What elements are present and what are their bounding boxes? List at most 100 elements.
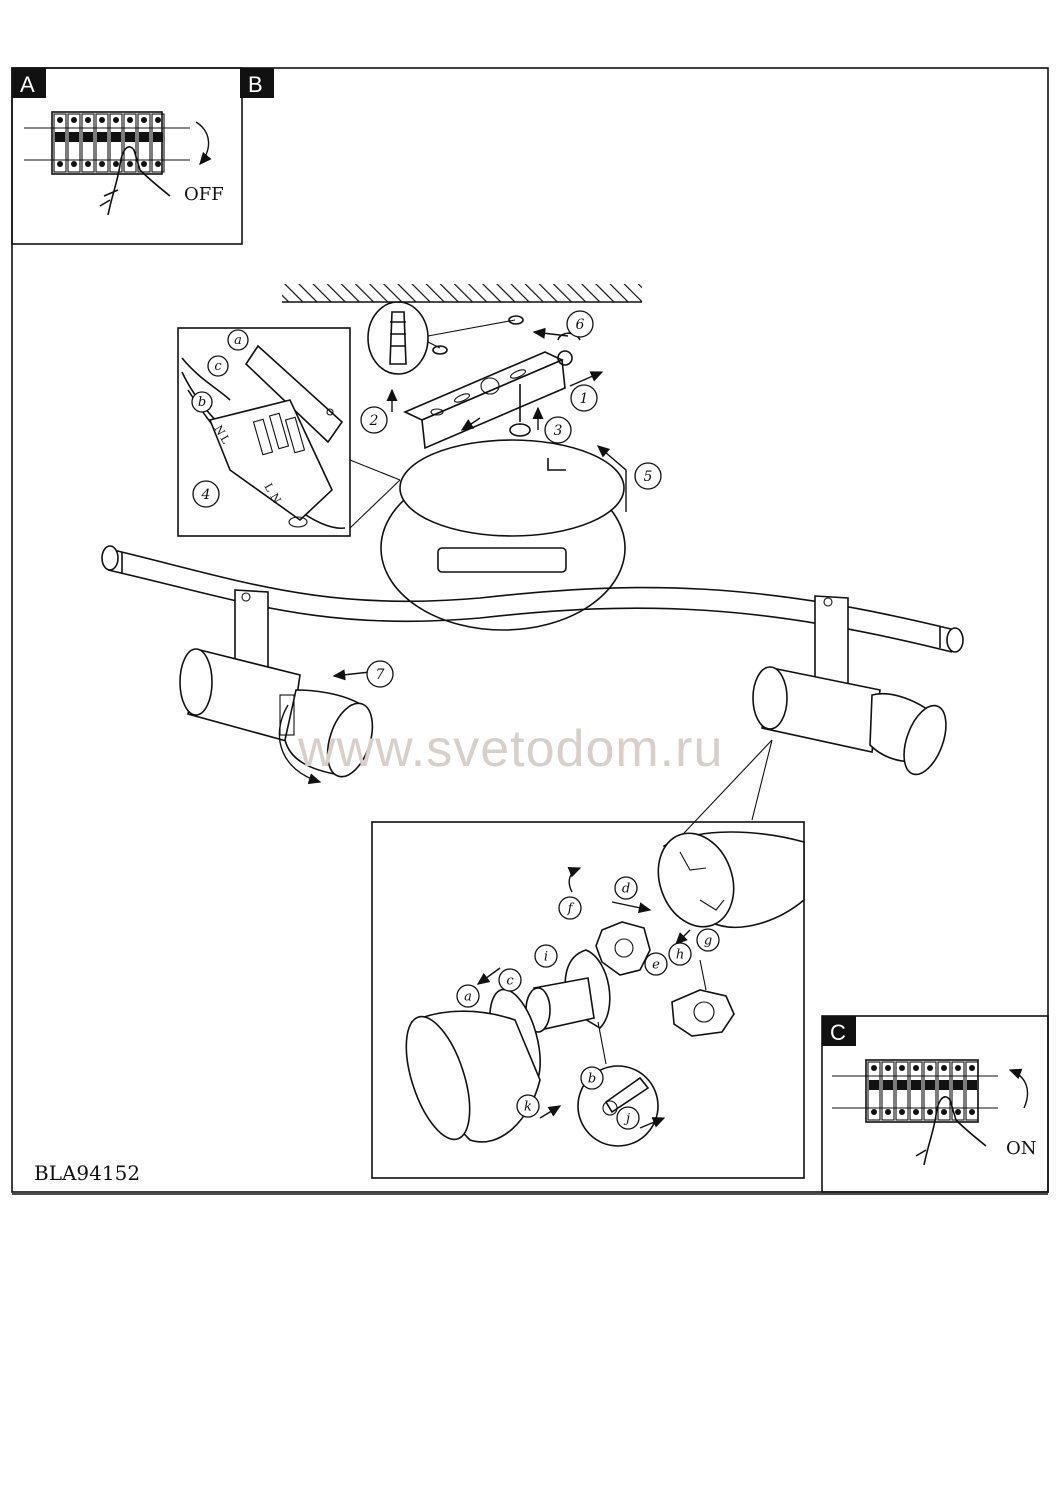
breaker-module <box>951 1061 965 1121</box>
breaker-screw <box>57 117 63 123</box>
breaker-screw <box>885 1109 891 1115</box>
breaker-screw <box>927 1065 933 1071</box>
breaker-screw <box>885 1065 891 1071</box>
callout-lamp-c-label: c <box>506 973 514 988</box>
breaker-screw <box>899 1065 905 1071</box>
callout-lamp-g: g <box>696 928 720 952</box>
wall-plug-icon <box>367 301 524 375</box>
breaker-screw <box>155 117 161 123</box>
panel-c-badge <box>822 1016 856 1046</box>
mounting-bracket <box>403 332 581 450</box>
breaker-panel-on <box>832 1059 998 1123</box>
breaker-screw <box>57 161 63 167</box>
breaker-screw <box>927 1109 933 1115</box>
callout-lamp-f-label: f <box>567 901 575 916</box>
breaker-toggle <box>883 1080 893 1090</box>
hand-icon <box>915 1096 987 1166</box>
breaker-toggle <box>953 1080 963 1090</box>
breaker-screw <box>871 1065 877 1071</box>
outer-frame <box>11 67 1049 1193</box>
breaker-screw <box>71 117 77 123</box>
breaker-toggle <box>939 1080 949 1090</box>
breaker-toggle <box>97 132 107 142</box>
panel-a-action: OFF <box>184 184 224 205</box>
panel-c-action: ON <box>1006 1138 1037 1159</box>
panel-c-letter: C <box>830 1020 846 1045</box>
watermark: www.svetodom.ru <box>297 720 723 778</box>
breaker-toggle <box>911 1080 921 1090</box>
callout-step-5: 5 <box>634 462 662 490</box>
breaker-screw <box>969 1109 975 1115</box>
breaker-screw <box>955 1065 961 1071</box>
callout-lamp-b: b <box>580 1066 604 1090</box>
callout-lamp-f: f <box>558 896 582 920</box>
breaker-module <box>867 1061 881 1121</box>
right-spotlight <box>752 595 947 776</box>
breaker-screw <box>99 117 105 123</box>
breaker-screw <box>141 161 147 167</box>
breaker-screw <box>113 117 119 123</box>
callout-lamp-k: k <box>516 1094 540 1118</box>
callout-lamp-g-label: g <box>704 933 712 948</box>
panel-b-letter: B <box>248 72 263 97</box>
breaker-screw <box>127 161 133 167</box>
breaker-screw <box>127 117 133 123</box>
breaker-module <box>895 1061 909 1121</box>
callout-lamp-j-label: j <box>623 1111 630 1126</box>
breaker-toggle <box>869 1080 879 1090</box>
breaker-screw <box>941 1065 947 1071</box>
hand-icon <box>99 146 171 216</box>
callout-lamp-k-label: k <box>524 1099 532 1114</box>
callout-step-4-label: 4 <box>201 487 211 503</box>
breaker-screw <box>71 161 77 167</box>
canopy <box>380 439 626 631</box>
breaker-screw <box>969 1065 975 1071</box>
callout-lamp-a-label: a <box>464 989 472 1004</box>
breaker-toggle <box>897 1080 907 1090</box>
breaker-module <box>937 1061 951 1121</box>
breaker-toggle <box>55 132 65 142</box>
callout-lamp-i-label: i <box>544 949 548 964</box>
curved-bar <box>101 545 964 653</box>
breaker-toggle <box>125 132 135 142</box>
breaker-screw <box>155 161 161 167</box>
breaker-module <box>53 113 67 173</box>
callout-lamp-j: j <box>616 1106 640 1130</box>
callout-wiring-b: b <box>191 391 213 413</box>
callout-lamp-h-label: h <box>676 947 684 962</box>
callout-wiring-a: a <box>227 329 249 351</box>
breaker-toggle <box>925 1080 935 1090</box>
callout-step-4: 4 <box>192 480 220 508</box>
breaker-screw <box>941 1109 947 1115</box>
callout-step-7-label: 7 <box>376 667 385 683</box>
callout-step-6-label: 6 <box>576 317 585 333</box>
callout-step-1: 1 <box>570 384 598 412</box>
callout-wiring-b-label: b <box>198 395 206 410</box>
callout-step-5-label: 5 <box>644 469 653 485</box>
callout-wiring-c: c <box>207 355 229 377</box>
breaker-module <box>137 113 151 173</box>
callout-lamp-b-label: b <box>588 1071 596 1086</box>
breaker-screw <box>871 1109 877 1115</box>
breaker-toggle <box>111 132 121 142</box>
breaker-screw <box>955 1109 961 1115</box>
breaker-module <box>67 113 81 173</box>
breaker-module <box>81 113 95 173</box>
breaker-module <box>881 1061 895 1121</box>
callout-lamp-a: a <box>456 984 480 1008</box>
callout-wiring-c-label: c <box>214 359 222 374</box>
panel-c: C ON <box>821 1015 1049 1193</box>
ceiling <box>282 284 642 303</box>
breaker-module <box>95 113 109 173</box>
callout-step-3-label: 3 <box>554 423 563 439</box>
callout-step-2: 2 <box>360 406 388 434</box>
callout-lamp-c: c <box>498 968 522 992</box>
breaker-toggle <box>69 132 79 142</box>
breaker-toggle <box>153 132 163 142</box>
callout-step-3: 3 <box>544 416 572 444</box>
breaker-toggle <box>139 132 149 142</box>
callout-lamp-d: d <box>614 876 638 900</box>
breaker-panel-off <box>24 111 190 175</box>
wiring-inset: N L L N <box>177 327 401 537</box>
